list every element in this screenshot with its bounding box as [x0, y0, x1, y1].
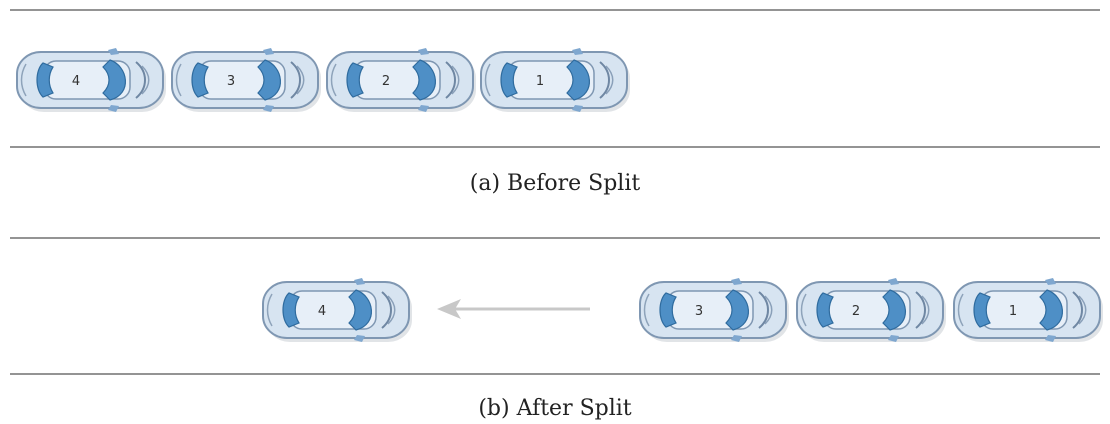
panel-before-split: 4 3 2 1 (a) Before Split	[10, 9, 1100, 196]
car-number-label: 4	[72, 74, 80, 89]
caption-before-split: (a) Before Split	[470, 171, 641, 196]
left-arrow	[437, 299, 590, 319]
panel-after-split: 4 3 2 1 (b) After Split	[10, 237, 1104, 421]
car-number-label: 1	[1009, 304, 1017, 319]
arrow-head	[437, 299, 461, 319]
caption-after-split: (b) After Split	[478, 396, 631, 421]
car-number-label: 4	[318, 304, 326, 319]
car-number-label: 2	[852, 304, 860, 319]
car-1: 1	[480, 47, 631, 113]
car-number-label: 2	[382, 74, 390, 89]
car-number-label: 1	[536, 74, 544, 89]
car-2: 2	[326, 47, 477, 113]
car-4: 4	[262, 277, 413, 343]
car-1: 1	[953, 277, 1104, 343]
car-number-label: 3	[695, 304, 703, 319]
car-2: 2	[796, 277, 947, 343]
car-3: 3	[171, 47, 322, 113]
car-number-label: 3	[227, 74, 235, 89]
car-4: 4	[16, 47, 167, 113]
car-3: 3	[639, 277, 790, 343]
